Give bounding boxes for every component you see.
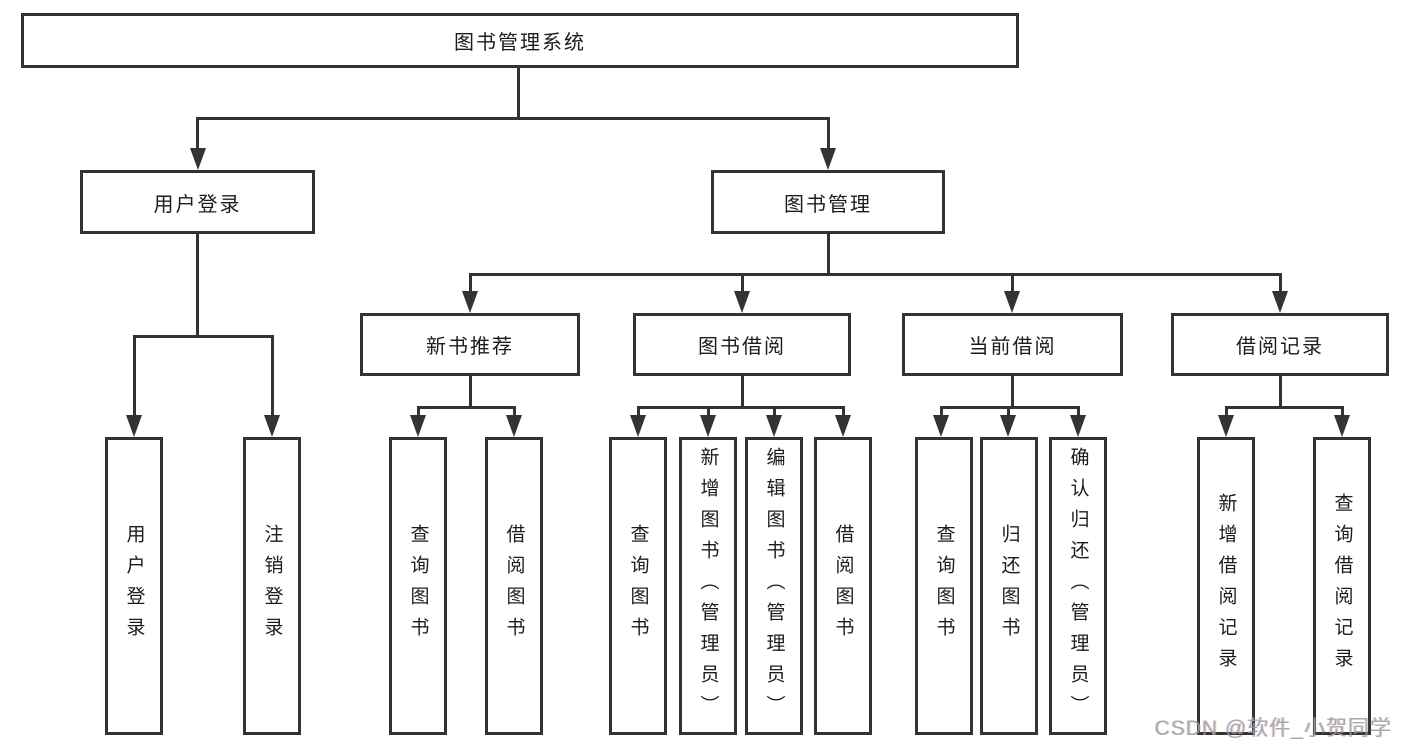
node-book-management-label: 图书管理 — [784, 193, 872, 216]
connector-stem-leaf — [1341, 406, 1344, 418]
connector-stem-leaf — [940, 406, 943, 418]
connector-stem-leaf — [707, 406, 710, 418]
leaf-query-books-borrow: 查询图书 — [609, 437, 667, 735]
connector-borrow-records-branch — [1225, 406, 1343, 409]
arrowhead-book-borrow — [734, 291, 750, 313]
connector-new-book-branch — [417, 406, 516, 409]
node-library-system-label: 图书管理系统 — [454, 32, 586, 54]
node-borrow-records: 借阅记录 — [1171, 313, 1389, 376]
connector-root-stem — [517, 68, 520, 119]
connector-stem-leaf — [773, 406, 776, 418]
connector-stem-leaf — [1225, 406, 1228, 418]
leaf-query-borrow-record-label: 查询借阅记录 — [1331, 493, 1353, 679]
node-current-borrow-label: 当前借阅 — [968, 336, 1057, 358]
leaf-edit-books-admin-label: 编辑图书（管理员） — [763, 446, 785, 726]
leaf-query-borrow-record: 查询借阅记录 — [1313, 437, 1371, 735]
connector-stem-leaf — [842, 406, 845, 418]
connector-book-management-branch — [469, 273, 1281, 276]
leaf-borrow-books-label: 借阅图书 — [832, 524, 854, 648]
leaf-borrow-books: 借阅图书 — [814, 437, 872, 735]
connector-book-borrow-stem — [741, 376, 744, 409]
connector-current-borrow-branch — [940, 406, 1080, 409]
connector-stem-user-login — [196, 117, 199, 151]
arrowhead-leaf — [630, 415, 646, 437]
arrowhead-leaf — [700, 415, 716, 437]
arrowhead-leaf — [933, 415, 949, 437]
connector-stem-leaf — [1077, 406, 1080, 418]
arrowhead-leaf — [835, 415, 851, 437]
leaf-borrow-books-recommend-label: 借阅图书 — [503, 524, 525, 648]
node-book-management: 图书管理 — [711, 170, 945, 234]
node-borrow-records-label: 借阅记录 — [1236, 336, 1324, 358]
connector-stem-current-borrow — [1011, 273, 1014, 294]
arrowhead-leaf — [506, 415, 522, 437]
leaf-add-borrow-record: 新增借阅记录 — [1197, 437, 1255, 735]
arrowhead-leaf-logout — [264, 415, 280, 437]
arrowhead-leaf — [410, 415, 426, 437]
leaf-return-books: 归还图书 — [980, 437, 1038, 735]
leaf-add-borrow-record-label: 新增借阅记录 — [1215, 493, 1237, 679]
arrowhead-leaf — [1218, 415, 1234, 437]
leaf-edit-books-admin: 编辑图书（管理员） — [745, 437, 803, 735]
node-current-borrow: 当前借阅 — [902, 313, 1123, 376]
connector-book-management-stem — [827, 234, 830, 275]
leaf-logout-label: 注销登录 — [261, 524, 283, 648]
leaf-add-books-admin: 新增图书（管理员） — [679, 437, 737, 735]
leaf-query-books-current-label: 查询图书 — [933, 524, 955, 648]
connector-stem-leaf — [417, 406, 420, 418]
connector-borrow-records-stem — [1279, 376, 1282, 409]
arrowhead-borrow-records — [1272, 291, 1288, 313]
node-new-book-recommend: 新书推荐 — [360, 313, 580, 376]
connector-stem-borrow-records — [1279, 273, 1282, 294]
connector-stem-leaf-logout — [271, 335, 274, 417]
csdn-watermark: CSDN @软件_小贺同学 — [1154, 717, 1392, 740]
leaf-query-books-borrow-label: 查询图书 — [627, 524, 649, 648]
leaf-confirm-return-admin: 确认归还（管理员） — [1049, 437, 1107, 735]
node-book-borrow: 图书借阅 — [633, 313, 851, 376]
connector-stem-new-book — [469, 273, 472, 294]
connector-stem-book-management — [827, 117, 830, 151]
node-user-login: 用户登录 — [80, 170, 315, 234]
leaf-query-books-recommend-label: 查询图书 — [407, 524, 429, 648]
arrowhead-book-management — [820, 148, 836, 170]
connector-stem-leaf — [1007, 406, 1010, 418]
leaf-confirm-return-admin-label: 确认归还（管理员） — [1067, 446, 1089, 726]
leaf-return-books-label: 归还图书 — [998, 524, 1020, 648]
leaf-logout: 注销登录 — [243, 437, 301, 735]
connector-stem-leaf-login — [133, 335, 136, 417]
arrowhead-current-borrow — [1004, 291, 1020, 313]
connector-new-book-stem — [469, 376, 472, 409]
node-user-login-label: 用户登录 — [153, 193, 242, 216]
leaf-user-login: 用户登录 — [105, 437, 163, 735]
arrowhead-leaf — [1070, 415, 1086, 437]
connector-stem-leaf — [513, 406, 516, 418]
connector-root-branch — [196, 117, 830, 120]
connector-stem-book-borrow — [741, 273, 744, 294]
leaf-add-books-admin-label: 新增图书（管理员） — [697, 446, 719, 726]
arrowhead-new-book — [462, 291, 478, 313]
connector-current-borrow-stem — [1011, 376, 1014, 409]
leaf-borrow-books-recommend: 借阅图书 — [485, 437, 543, 735]
connector-book-borrow-branch — [637, 406, 845, 409]
connector-user-login-branch — [133, 335, 274, 338]
arrowhead-leaf — [766, 415, 782, 437]
arrowhead-leaf — [1000, 415, 1016, 437]
node-library-system: 图书管理系统 — [21, 13, 1019, 68]
leaf-query-books-recommend: 查询图书 — [389, 437, 447, 735]
leaf-query-books-current: 查询图书 — [915, 437, 973, 735]
arrowhead-user-login — [190, 148, 206, 170]
node-book-borrow-label: 图书借阅 — [698, 336, 786, 358]
arrowhead-leaf — [1334, 415, 1350, 437]
node-new-book-recommend-label: 新书推荐 — [426, 336, 514, 358]
connector-user-login-stem — [196, 234, 199, 338]
connector-stem-leaf — [637, 406, 640, 418]
arrowhead-leaf-login — [126, 415, 142, 437]
leaf-user-login-label: 用户登录 — [123, 524, 145, 648]
